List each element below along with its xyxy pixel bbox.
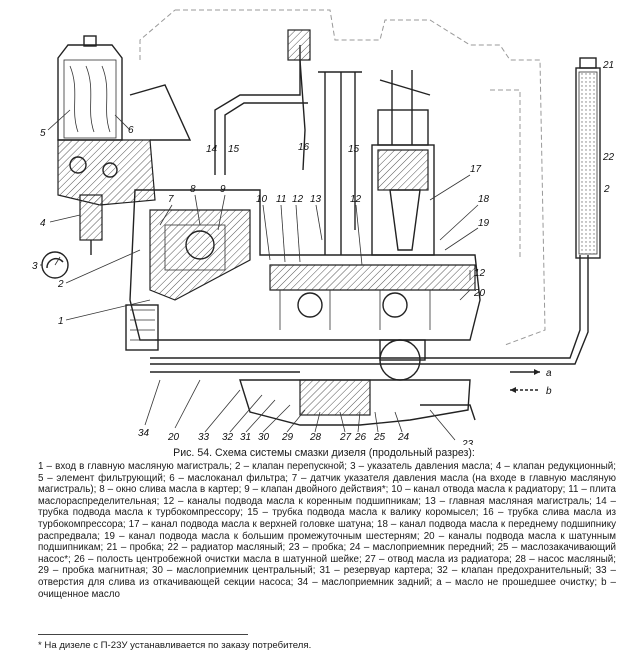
legend-item: 21 – пробка; bbox=[106, 542, 165, 554]
callout-3: 3 bbox=[32, 261, 38, 272]
legend-item: 20 – каналы подвода масла к шатунным под… bbox=[38, 530, 616, 554]
legend-item: 6 – маслоканал фильтра; bbox=[169, 472, 289, 484]
legend-item: 1 – вход в главную масляную магистраль; bbox=[38, 461, 232, 472]
callout-13: 13 bbox=[310, 194, 322, 205]
callout-9: 9 bbox=[220, 184, 226, 195]
callout-2-right: 2 bbox=[603, 184, 610, 195]
callout-numbers: 5 6 4 3 2 1 7 8 9 10 11 12 12 12 13 14 1… bbox=[32, 60, 615, 445]
legend-item: 14 – трубка подвода масла к турбокомпрес… bbox=[38, 495, 616, 519]
legend-item: 2 – клапан перепускной; bbox=[235, 461, 347, 472]
callout-4: 4 bbox=[40, 218, 46, 229]
legend-item: 17 – канал подвода масла к верхней голов… bbox=[128, 518, 375, 530]
callout-16: 16 bbox=[298, 142, 310, 153]
oil-radiator bbox=[575, 57, 601, 259]
legend-item: 29 – пробка магнитная; bbox=[38, 565, 149, 577]
oil-pump-sump bbox=[239, 339, 476, 426]
legend-item: 23 – пробка; bbox=[288, 542, 347, 554]
legend-item: 18 – канал подвода масла к переднему под… bbox=[38, 518, 616, 542]
legend-item: 32 – клапан предохранительный; bbox=[436, 565, 592, 577]
cylinder-piston bbox=[371, 70, 435, 256]
callout-10: 10 bbox=[256, 194, 268, 205]
callout-29: 29 bbox=[281, 432, 294, 443]
callout-23: 23 bbox=[461, 439, 474, 445]
legend-item: а – масло не прошедшее очистку; bbox=[436, 576, 598, 588]
callout-22: 22 bbox=[602, 152, 615, 163]
callout-12-b: 12 bbox=[350, 194, 362, 205]
legend-item: 28 – насос масляный; bbox=[515, 553, 616, 565]
legend-item: 24 – маслоприемник передний; bbox=[349, 542, 495, 554]
pressure-gauge bbox=[41, 251, 69, 279]
legend-item: b – очищенное масло bbox=[38, 576, 616, 600]
legend-item: 34 – маслоприемник задний; bbox=[297, 576, 433, 588]
legend-item: 15 – трубка подвода масла к валику кором… bbox=[247, 507, 479, 519]
lubrication-system-diagram: 5 6 4 3 2 1 7 8 9 10 11 12 12 12 13 14 1… bbox=[32, 9, 615, 445]
flow-mark-b: b bbox=[546, 386, 552, 397]
legend-item: 8 – окно слива масла в картер; bbox=[99, 484, 242, 496]
footnote-divider bbox=[38, 634, 248, 635]
legend-item: 3 – указатель давления масла; bbox=[350, 461, 493, 472]
legend-item: 22 – радиатор масляный; bbox=[167, 542, 286, 554]
legend-item: 19 – канал подвода масла к большим проме… bbox=[104, 530, 420, 542]
callout-7: 7 bbox=[168, 194, 174, 205]
legend-item: 26 – полость центробежной очистки масла … bbox=[73, 553, 362, 565]
reducing-valve bbox=[79, 194, 103, 255]
callout-19: 19 bbox=[478, 218, 490, 229]
callout-17: 17 bbox=[470, 164, 482, 175]
callout-30: 30 bbox=[258, 432, 270, 443]
callout-15-a: 15 bbox=[228, 144, 240, 155]
radiator-line bbox=[150, 255, 589, 373]
callout-14: 14 bbox=[206, 144, 218, 155]
callout-24: 24 bbox=[397, 432, 410, 443]
legend-item: 33 – отверстия для слива из откачивающей… bbox=[38, 565, 616, 588]
engine-block bbox=[125, 189, 481, 351]
callout-27: 27 bbox=[339, 432, 352, 443]
flow-mark-a: a bbox=[546, 368, 552, 379]
legend-item: 25 – маслозакачивающий насос*; bbox=[38, 542, 617, 565]
callout-20-bottom: 20 bbox=[167, 432, 180, 443]
turbo-tubes bbox=[214, 29, 311, 175]
legend-item: 10 – канал отвода масла к радиатору; bbox=[391, 484, 566, 496]
engine-outline bbox=[139, 9, 546, 346]
callout-26: 26 bbox=[354, 432, 367, 443]
callout-18: 18 bbox=[478, 194, 490, 205]
rocker-pushrods bbox=[318, 71, 362, 255]
callout-12-c: 12 bbox=[474, 268, 486, 279]
legend-item: 12 – каналы подвода масла к коренным под… bbox=[163, 495, 422, 507]
callout-32: 32 bbox=[222, 432, 234, 443]
callout-1: 1 bbox=[58, 316, 64, 327]
callout-33: 33 bbox=[198, 432, 210, 443]
callout-8: 8 bbox=[190, 184, 196, 195]
callout-34: 34 bbox=[138, 428, 150, 439]
legend-item: 11 – плита маслораспределительная; bbox=[38, 484, 617, 507]
callout-leaders bbox=[40, 109, 479, 441]
callout-31: 31 bbox=[240, 432, 251, 443]
callout-12-a: 12 bbox=[292, 194, 304, 205]
legend-item: 30 – маслоприемник центральный; bbox=[152, 565, 316, 577]
legend-item: 4 – клапан редукционный; bbox=[495, 461, 616, 472]
callout-5: 5 bbox=[40, 128, 46, 139]
legend-item: 27 – отвод масла из радиатора; bbox=[364, 553, 512, 565]
callout-6: 6 bbox=[128, 125, 134, 136]
figure-legend: 1 – вход в главную масляную магистраль; … bbox=[38, 461, 616, 600]
flow-legend-arrows bbox=[510, 369, 540, 393]
oil-filter bbox=[57, 35, 192, 206]
legend-item: 7 – датчик указателя давления масла (на … bbox=[38, 472, 616, 496]
legend-item: 13 – главная масляная магистраль; bbox=[424, 495, 592, 507]
legend-item: 16 – трубка слива масла из турбокомпресс… bbox=[38, 507, 616, 530]
callout-20-right: 20 bbox=[473, 288, 486, 299]
callout-11: 11 bbox=[276, 194, 286, 205]
callout-28: 28 bbox=[309, 432, 322, 443]
legend-item: 9 – клапан двойного действия*; bbox=[244, 484, 389, 496]
callout-15-b: 15 bbox=[348, 144, 360, 155]
callout-2-left: 2 bbox=[57, 279, 64, 290]
figure-caption: Рис. 54. Схема системы смазки дизеля (пр… bbox=[173, 447, 475, 459]
callout-21: 21 bbox=[602, 60, 614, 71]
legend-item: 31 – резервуар картера; bbox=[319, 565, 433, 577]
legend-item: 5 – элемент фильтрующий; bbox=[38, 472, 166, 484]
callout-25: 25 bbox=[373, 432, 386, 443]
footnote: * На дизеле с П-23У устанавливается по з… bbox=[38, 640, 312, 651]
